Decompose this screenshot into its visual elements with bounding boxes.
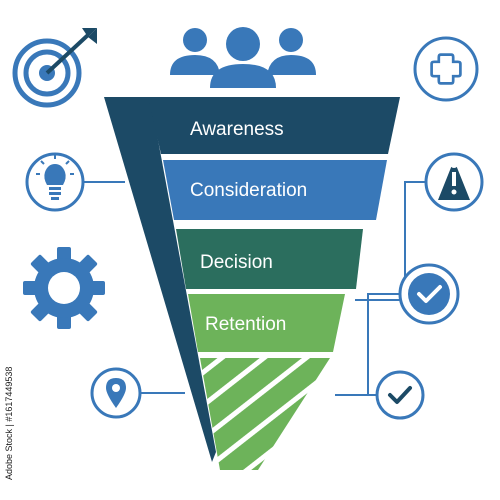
stock-id-label: Adobe Stock | #1617449538: [4, 366, 14, 480]
connector-line-cone: [355, 181, 432, 301]
stage-label-retention: Retention: [205, 314, 286, 335]
funnel-stage-awareness: [148, 97, 400, 154]
people-group-icon: [170, 27, 316, 88]
stage-label-consideration: Consideration: [190, 180, 307, 201]
stage-label-awareness: Awareness: [190, 119, 284, 140]
stage-label-decision: Decision: [200, 252, 273, 273]
warning-cone-icon: [424, 152, 484, 212]
funnel-stage-consideration: [163, 160, 387, 220]
plus-icon: [413, 36, 479, 102]
funnel-stage-decision: [176, 229, 363, 289]
gear-icon: [23, 247, 105, 329]
checkmark-badge-icon: [398, 263, 460, 325]
lightbulb-icon: [25, 152, 85, 212]
funnel-side-band: [104, 97, 216, 462]
target-arrow-icon: [12, 28, 97, 108]
funnel-stage-retention: [188, 294, 345, 352]
location-pin-icon: [90, 367, 142, 419]
connector-lines: [82, 181, 432, 396]
funnel-bottom-striped: [200, 358, 330, 470]
funnel-stages: [148, 97, 400, 470]
checkmark-icon: [375, 370, 425, 420]
